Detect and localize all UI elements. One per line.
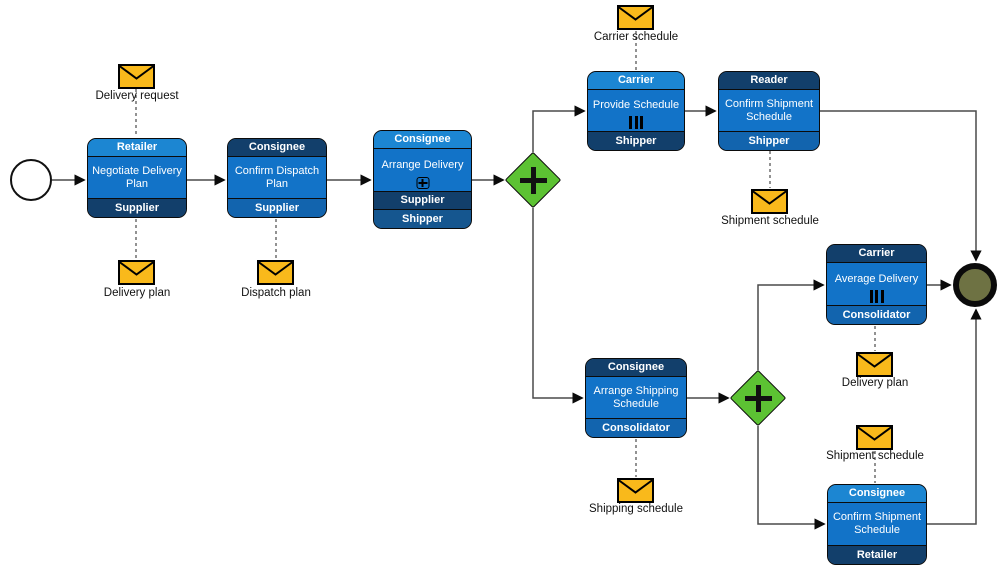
task-confirm-dispatch-plan[interactable]: Consignee Confirm Dispatch Plan Supplier — [227, 138, 327, 218]
task-role-band: Consolidator — [586, 418, 686, 437]
message-label: Delivery plan — [841, 377, 909, 389]
task-label: Average Delivery — [827, 263, 926, 305]
parallel-gateway-1[interactable] — [504, 151, 562, 209]
message-label: Delivery plan — [103, 287, 171, 299]
subprocess-plus-icon — [416, 177, 429, 189]
task-role-band: Shipper — [588, 131, 684, 150]
task-role-header: Consignee — [228, 139, 326, 157]
flow-reader-to-end — [820, 110, 982, 262]
task-role-header: Carrier — [588, 72, 684, 90]
message-label: Delivery request — [95, 90, 179, 102]
message-icon-shipping-schedule[interactable] — [617, 478, 654, 503]
task-role-header: Consignee — [828, 485, 926, 503]
task-arrange-delivery[interactable]: Consignee Arrange Delivery Supplier Ship… — [373, 130, 472, 229]
task-role-band: Shipper — [374, 209, 471, 228]
message-icon-shipment-schedule-bottom[interactable] — [856, 425, 893, 450]
flow-gateway1-to-arrange-shipping — [532, 208, 584, 404]
flow-gateway2-to-confirm-shipment-bottom — [757, 426, 826, 530]
message-icon-delivery-plan[interactable] — [118, 260, 155, 285]
task-role-band: Supplier — [88, 198, 186, 217]
task-arrange-shipping-schedule[interactable]: Consignee Arrange Shipping Schedule Cons… — [585, 358, 687, 438]
task-role-band: Shipper — [719, 131, 819, 150]
message-label: Carrier schedule — [593, 31, 679, 43]
task-label: Confirm Shipment Schedule — [719, 90, 819, 131]
message-label: Shipment schedule — [721, 215, 819, 227]
task-role-band: Consolidator — [827, 305, 926, 324]
task-label: Arrange Shipping Schedule — [586, 377, 686, 418]
task-provide-schedule[interactable]: Carrier Provide Schedule Shipper — [587, 71, 685, 151]
task-label: Confirm Dispatch Plan — [228, 157, 326, 198]
start-event[interactable] — [10, 159, 52, 201]
task-label: Negotiate Delivery Plan — [88, 157, 186, 198]
message-label: Dispatch plan — [241, 287, 311, 299]
task-role-header: Consignee — [374, 131, 471, 149]
flow-gateway2-to-average-delivery — [757, 279, 825, 370]
task-confirm-shipment-schedule-top[interactable]: Reader Confirm Shipment Schedule Shipper — [718, 71, 820, 151]
task-average-delivery[interactable]: Carrier Average Delivery Consolidator — [826, 244, 927, 325]
task-label: Provide Schedule — [588, 90, 684, 131]
task-role-header: Carrier — [827, 245, 926, 263]
message-icon-delivery-request[interactable] — [118, 64, 155, 89]
task-role-band: Supplier — [374, 191, 471, 209]
message-label: Shipment schedule — [826, 450, 924, 462]
message-associations — [135, 31, 876, 483]
task-role-header: Reader — [719, 72, 819, 90]
task-role-header: Retailer — [88, 139, 186, 157]
end-event[interactable] — [953, 263, 997, 307]
sequence-flows — [52, 105, 982, 530]
multi-instance-icon — [629, 116, 643, 129]
flow-gateway1-to-provide-schedule — [532, 105, 586, 152]
task-confirm-shipment-schedule-bottom[interactable]: Consignee Confirm Shipment Schedule Reta… — [827, 484, 927, 565]
parallel-gateway-2[interactable] — [729, 369, 787, 427]
multi-instance-icon — [869, 290, 884, 303]
flow-confirm-shipment-bottom-to-end — [927, 308, 982, 525]
task-role-band: Retailer — [828, 545, 926, 564]
message-icon-delivery-plan-bottom[interactable] — [856, 352, 893, 377]
message-icon-carrier-schedule[interactable] — [617, 5, 654, 30]
task-role-band: Supplier — [228, 198, 326, 217]
message-icon-shipment-schedule-top[interactable] — [751, 189, 788, 214]
task-label: Confirm Shipment Schedule — [828, 503, 926, 545]
task-role-header: Consignee — [586, 359, 686, 377]
message-icon-dispatch-plan[interactable] — [257, 260, 294, 285]
message-label: Shipping schedule — [589, 503, 683, 515]
task-negotiate-delivery-plan[interactable]: Retailer Negotiate Delivery Plan Supplie… — [87, 138, 187, 218]
task-label: Arrange Delivery — [374, 149, 471, 191]
